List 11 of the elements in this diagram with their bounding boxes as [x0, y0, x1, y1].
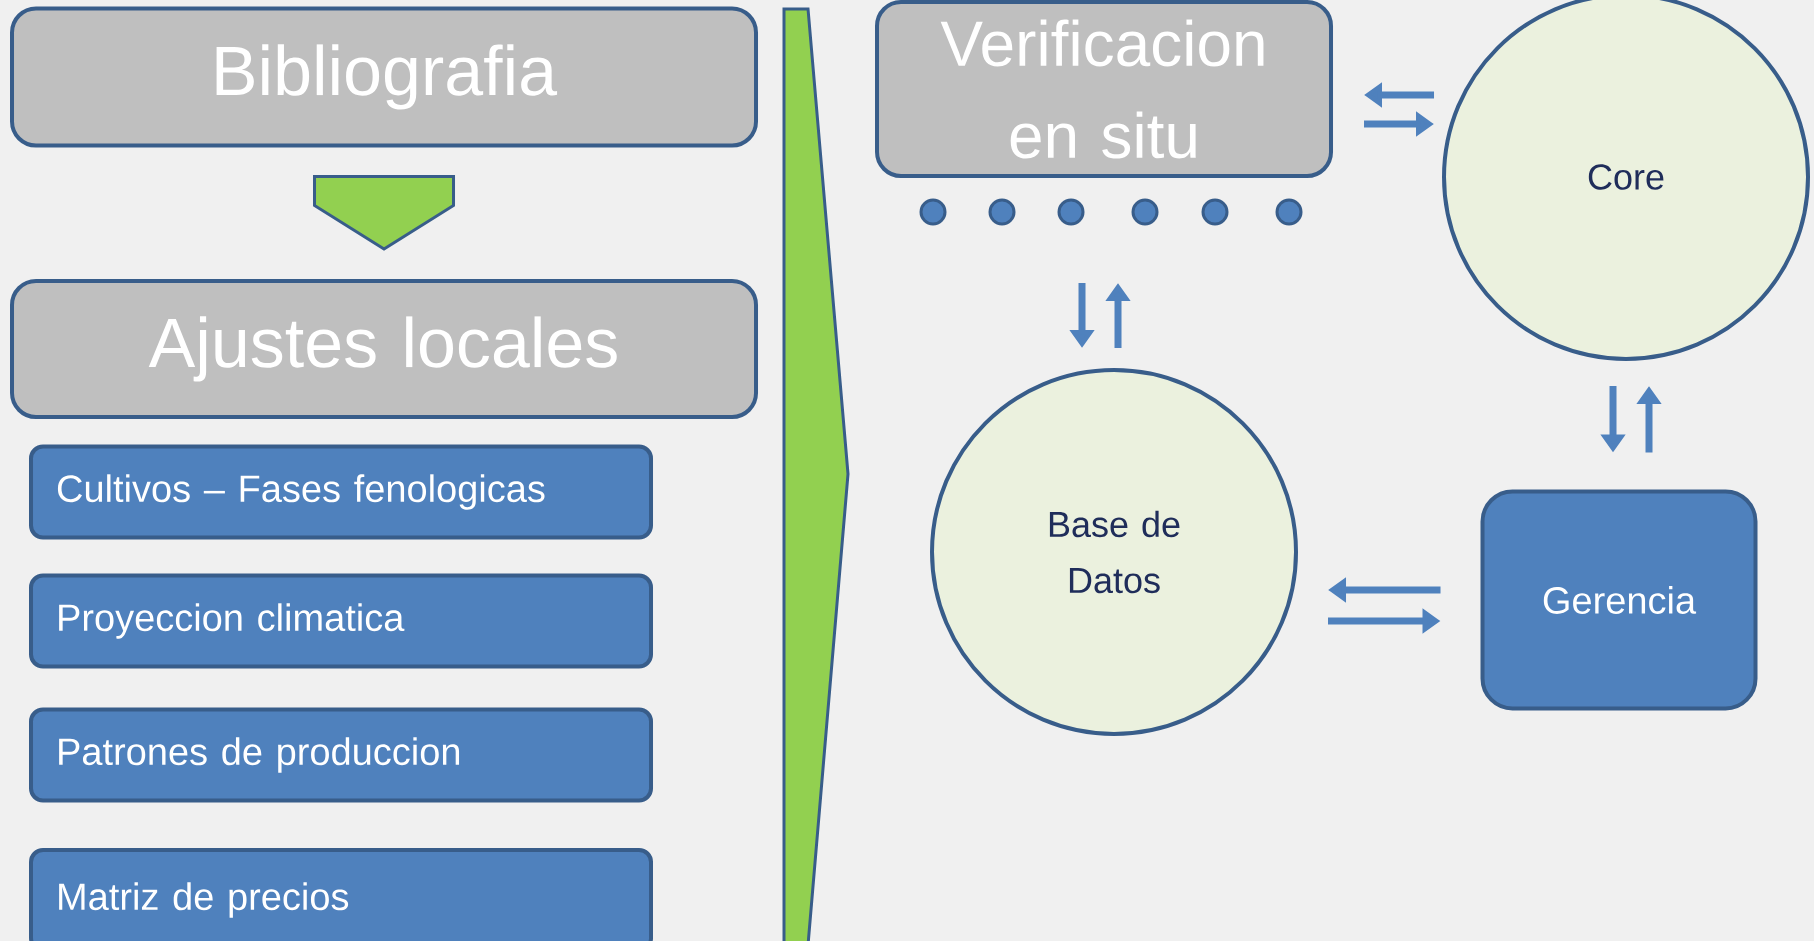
item-box: Matriz de precios: [29, 848, 653, 941]
title-box: Bibliografia: [10, 6, 758, 148]
item-box: Proyeccion climatica: [29, 573, 653, 669]
process-box: Gerencia: [1480, 489, 1758, 711]
title-box: Ajustes locales: [10, 279, 758, 419]
title-box: Verificacion en situ: [875, 0, 1333, 178]
circle-node: Core: [1442, 0, 1810, 361]
item-box: Cultivos – Fases fenologicas: [29, 444, 653, 540]
item-box: Patrones de produccion: [29, 707, 653, 803]
circle-node: Base de Datos: [930, 368, 1298, 736]
chevron-arrow: [313, 175, 455, 251]
